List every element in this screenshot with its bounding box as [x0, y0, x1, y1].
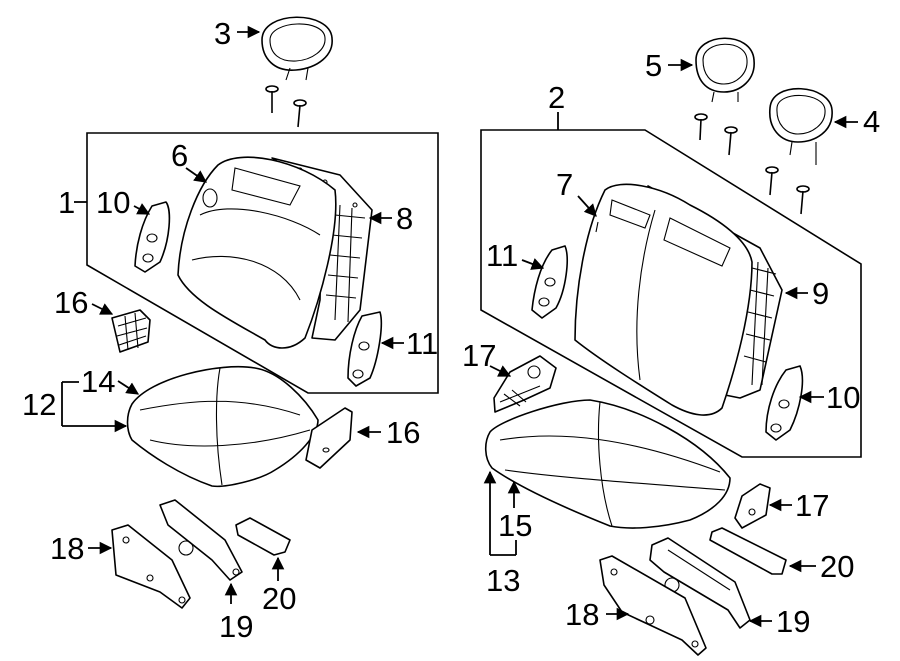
recliner-19-right-part	[649, 537, 751, 629]
callout-18-right: 18	[565, 597, 599, 632]
track-18-left-part	[111, 524, 191, 609]
hinge-cover-11-right-part	[531, 245, 568, 319]
callout-7: 7	[556, 167, 573, 202]
callout-9: 9	[812, 276, 829, 311]
callout-19-left: 19	[219, 609, 253, 644]
callout-10-left: 10	[96, 185, 130, 220]
callout-16-lower: 16	[386, 415, 420, 450]
callout-11-left: 11	[406, 326, 438, 361]
headrest-5-part	[694, 37, 755, 156]
callout-2: 2	[548, 80, 565, 115]
seat-cushion-right-part	[484, 399, 731, 529]
callout-17-lower: 17	[795, 488, 829, 523]
trim-20-right-part	[709, 527, 787, 575]
callout-14: 14	[81, 364, 115, 399]
leader-lines	[61, 25, 858, 628]
bracket-17-upper-part	[493, 355, 557, 413]
bracket-16-lower-part	[305, 407, 353, 469]
seat-cushion-left-part	[126, 365, 319, 488]
recliner-19-left-part	[159, 499, 243, 581]
callout-11-right: 11	[486, 238, 518, 273]
headrest-left-part	[261, 16, 333, 128]
hinge-cover-10-right-part	[765, 365, 804, 441]
seat-back-cushion-left-part	[177, 156, 337, 349]
callout-20-left: 20	[262, 581, 296, 616]
seat-back-cushion-right-part	[574, 183, 753, 416]
clip-16-upper-part	[111, 309, 151, 353]
bracket-17-lower-part	[734, 483, 771, 529]
track-18-right-part	[599, 555, 707, 656]
trim-20-left-part	[235, 517, 291, 556]
hinge-cover-11-left-part	[347, 311, 383, 387]
callout-16-upper: 16	[54, 285, 88, 320]
callout-5: 5	[645, 48, 662, 83]
callout-19-right: 19	[776, 604, 810, 639]
hinge-cover-10-left-part	[134, 201, 171, 273]
callout-13: 13	[486, 563, 520, 598]
callout-12: 12	[22, 387, 56, 422]
callout-labels: 1 2 3 4 5 6 7 8 9 10 10 11 11 12 13 14 1…	[22, 16, 880, 644]
callout-8: 8	[396, 201, 413, 236]
callout-20-right: 20	[820, 549, 854, 584]
left-assembly-outline	[86, 132, 439, 394]
callout-17-upper: 17	[462, 338, 496, 373]
callout-1: 1	[58, 185, 75, 220]
callout-6: 6	[171, 138, 188, 173]
callout-4: 4	[863, 104, 880, 139]
right-assembly-outline	[480, 129, 862, 458]
callout-10-right: 10	[826, 380, 860, 415]
headrest-4-part	[765, 87, 833, 215]
callout-15: 15	[498, 508, 532, 543]
callout-3: 3	[214, 16, 231, 51]
callout-18-left: 18	[50, 531, 84, 566]
